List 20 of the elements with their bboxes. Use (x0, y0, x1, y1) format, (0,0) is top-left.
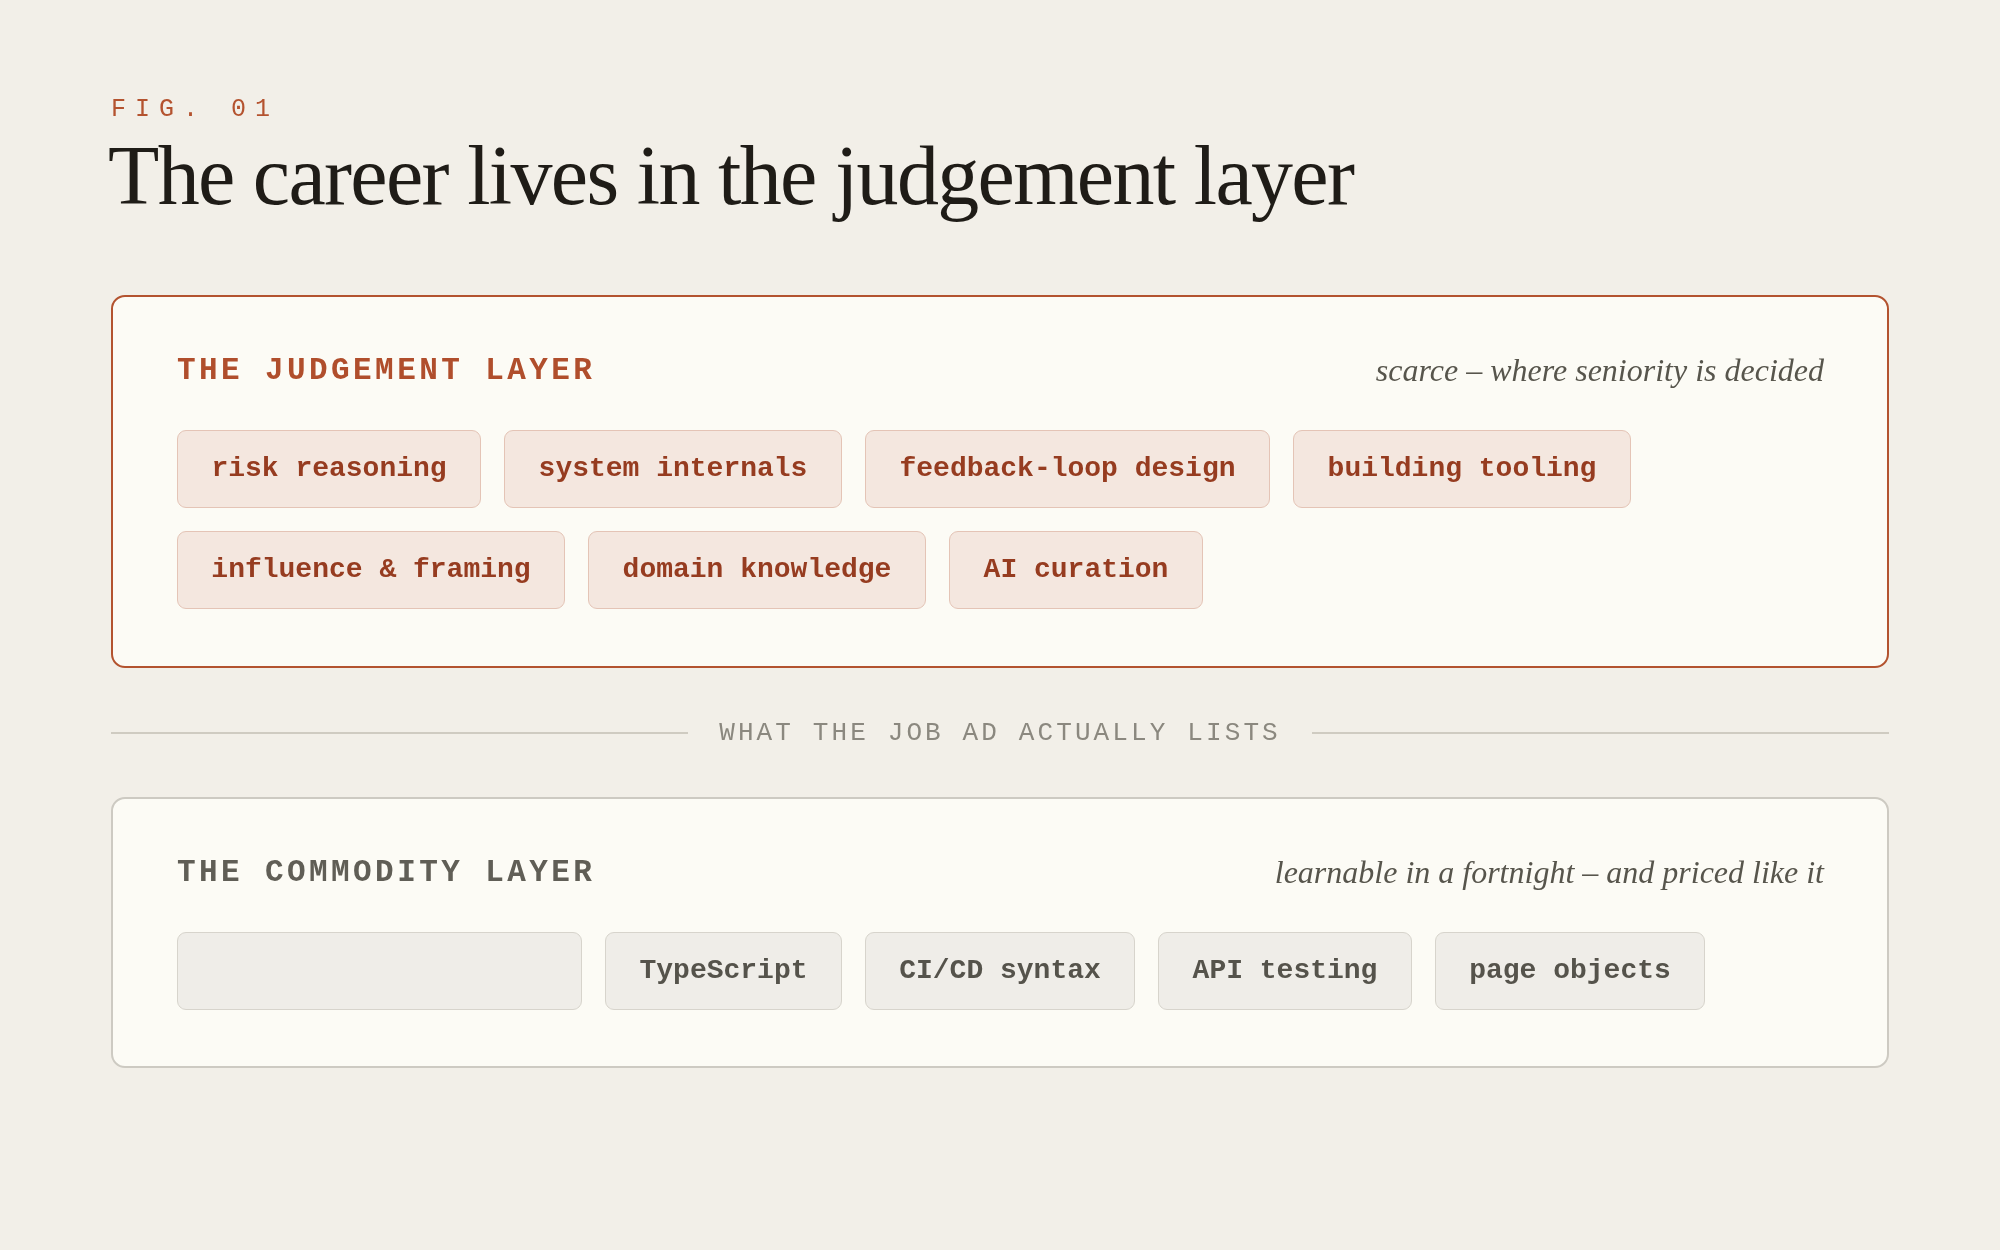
skill-tag: feedback-loop design (865, 430, 1270, 508)
skill-tag (177, 932, 582, 1010)
skill-tag: page objects (1435, 932, 1705, 1010)
divider-label: WHAT THE JOB AD ACTUALLY LISTS (719, 720, 1281, 746)
skill-tag: system internals (504, 430, 842, 508)
figure-number: FIG. 01 (111, 97, 280, 122)
layer-panel (111, 797, 1889, 1068)
panel-heading: THE COMMODITY LAYER (177, 856, 596, 888)
skill-tag: domain knowledge (588, 531, 926, 609)
skill-tag: API testing (1158, 932, 1412, 1010)
skill-tag: AI curation (949, 531, 1203, 609)
panel-note: scarce – where seniority is decided (1375, 354, 1824, 386)
panel-note: learnable in a fortnight – and priced like it (1274, 856, 1824, 888)
panel-heading: THE JUDGEMENT LAYER (177, 354, 596, 386)
skill-tag: CI/CD syntax (865, 932, 1135, 1010)
skill-tag: TypeScript (605, 932, 842, 1010)
skill-tag: influence & framing (177, 531, 565, 609)
skill-tag: building tooling (1293, 430, 1631, 508)
layer-panel (111, 295, 1889, 668)
skill-tag: risk reasoning (177, 430, 481, 508)
